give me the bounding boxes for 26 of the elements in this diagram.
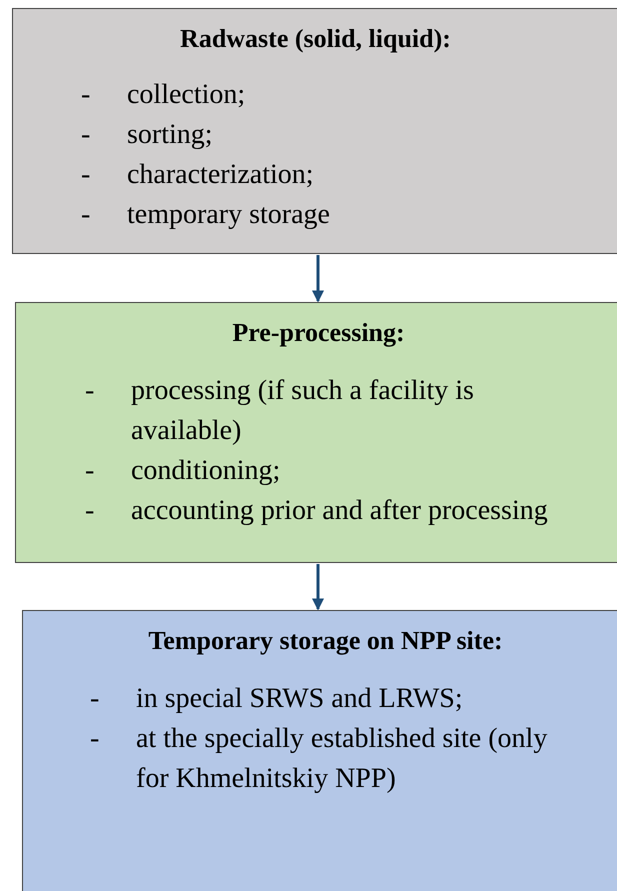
list-bullet: - bbox=[81, 78, 92, 112]
process-box bbox=[15, 302, 617, 563]
list-bullet: - bbox=[81, 198, 92, 232]
list-bullet: - bbox=[81, 158, 92, 192]
list-item: processing (if such a facility is available) bbox=[131, 374, 475, 448]
list-item: accounting prior and after processing bbox=[131, 494, 549, 528]
list-bullet: - bbox=[90, 682, 100, 716]
list-bullet: - bbox=[85, 454, 96, 488]
list-item: collection; bbox=[127, 78, 246, 112]
box-heading: Pre-processing: bbox=[231, 317, 406, 349]
list-bullet: - bbox=[85, 494, 96, 528]
list-item: in special SRWS and LRWS; bbox=[136, 682, 464, 716]
process-box bbox=[22, 610, 617, 891]
list-item: temporary storage bbox=[127, 198, 331, 232]
box-heading: Temporary storage on NPP site: bbox=[147, 625, 504, 657]
arrow bbox=[312, 564, 324, 610]
list-item: at the specially established site (only for Khmelnitskiy NPP) bbox=[136, 722, 548, 796]
list-item: conditioning; bbox=[131, 454, 282, 488]
process-box bbox=[12, 8, 617, 254]
list-bullet: - bbox=[85, 374, 96, 408]
arrow bbox=[312, 255, 324, 302]
list-item: sorting; bbox=[127, 118, 214, 152]
box-heading: Radwaste (solid, liquid): bbox=[179, 23, 452, 55]
list-bullet: - bbox=[81, 118, 92, 152]
list-item: characterization; bbox=[127, 158, 315, 192]
list-bullet: - bbox=[90, 722, 100, 756]
